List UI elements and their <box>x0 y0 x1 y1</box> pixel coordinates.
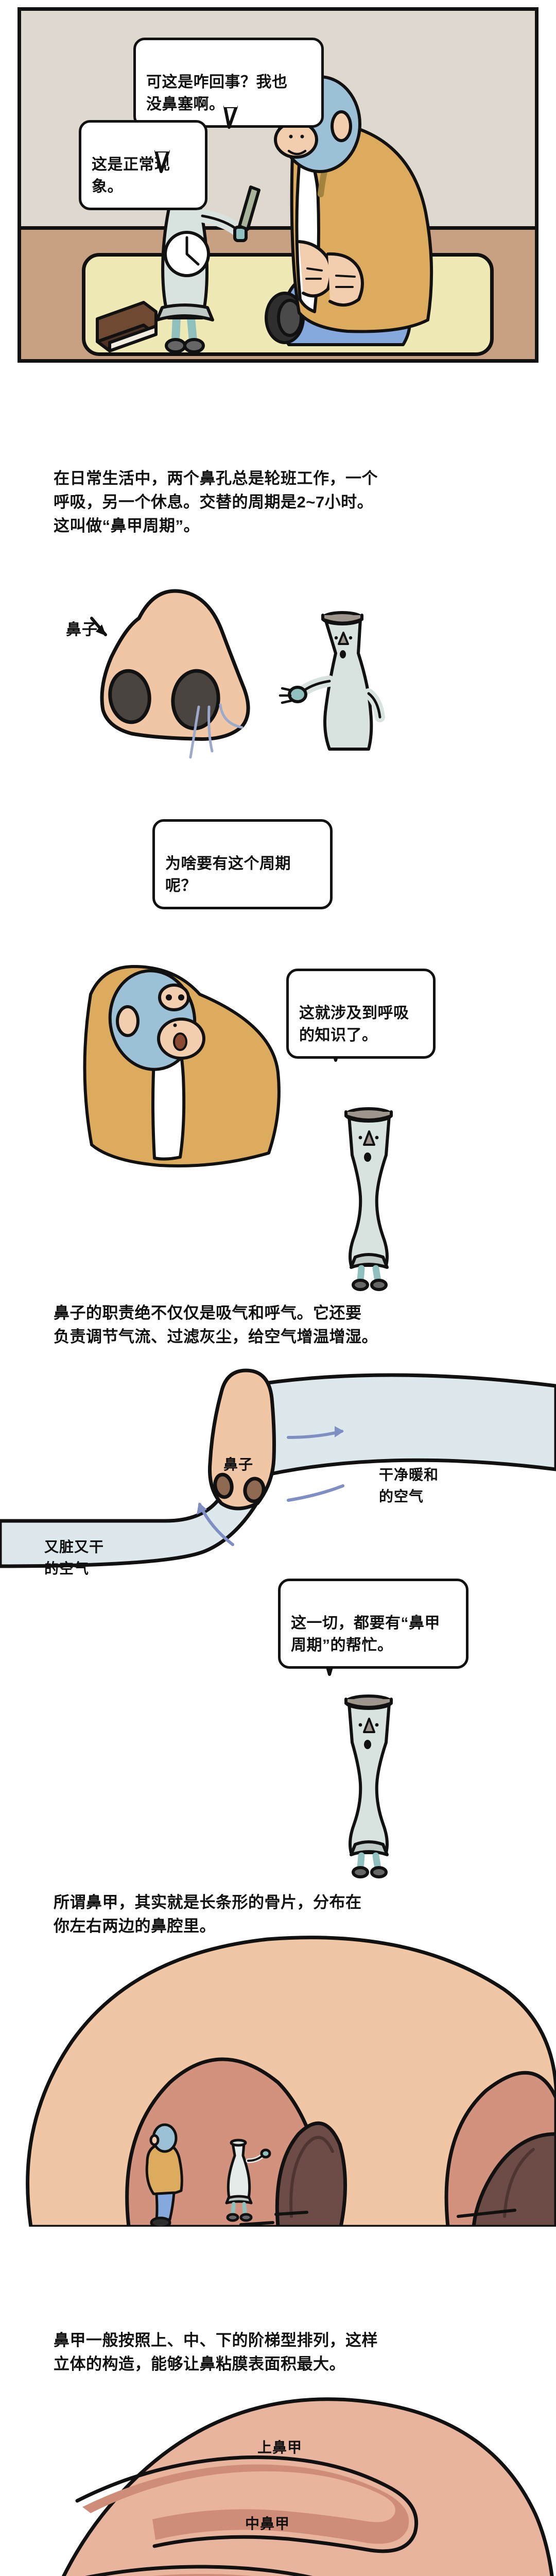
speech-bubble-4-text: 这就涉及到呼吸 的知识了。 <box>299 1004 409 1044</box>
label-nose: 鼻子 <box>66 598 98 641</box>
nasal-cavity-illustration <box>26 1936 556 2227</box>
panel-nasal-cavity <box>0 1928 556 2227</box>
caption-nasal-cycle-text: 在日常生活中，两个鼻孔总是轮班工作，一个 呼吸，另一个休息。交替的周期是2~7小… <box>54 469 378 535</box>
label-nose-text: 鼻子 <box>66 621 98 638</box>
panel-turbinates: 上鼻甲 中鼻甲 下鼻甲 <box>0 2391 556 2576</box>
speech-bubble-3-text: 为啥要有这个周期呢？ <box>165 855 291 895</box>
caption-nose-duties: 鼻子的职责绝不仅仅是吸气和呼气。它还要 负责调节气流、过滤灰尘，给空气增温增湿。 <box>54 1278 507 1349</box>
speech-bubble-1-text: 可这是咋回事？我也 没鼻塞啊。 <box>146 73 288 113</box>
label-middle-turbinate-text: 中鼻甲 <box>245 2516 290 2532</box>
speech-bubble-5: 这一切，都要有“鼻甲 周期”的帮忙。 <box>278 1579 468 1669</box>
label-nose-2-text: 鼻子 <box>223 1456 254 1473</box>
caption-turbinate-def-text: 所谓鼻甲，其实就是长条形的骨片，分布在 你左右两边的鼻腔里。 <box>54 1893 362 1935</box>
speech-bubble-4: 这就涉及到呼吸 的知识了。 <box>286 969 436 1059</box>
label-dirty-air-text: 又脏又干 的空气 <box>44 1539 105 1577</box>
speech-tail-2 <box>154 147 170 173</box>
label-clean-air: 干净暖和 的空气 <box>379 1443 439 1507</box>
panel-room-scene: 可这是咋回事？我也 没鼻塞啊。 这是正常现象。 <box>18 7 538 363</box>
label-clean-air-text: 干净暖和 的空气 <box>379 1467 439 1504</box>
speech-tail-1 <box>223 103 238 129</box>
turbinates-illustration <box>61 2397 554 2576</box>
caption-turbinate-arrangement-text: 鼻甲一般按照上、中、下的阶梯型排列，这样 立体的构造，能够让鼻粘膜表面积最大。 <box>54 2331 378 2373</box>
caption-turbinate-arrangement: 鼻甲一般按照上、中、下的阶梯型排列，这样 立体的构造，能够让鼻粘膜表面积最大。 <box>54 2305 507 2376</box>
label-nose-2: 鼻子 <box>223 1434 253 1475</box>
speech-bubble-2: 这是正常现象。 <box>79 120 207 210</box>
label-superior-turbinate: 上鼻甲 <box>257 2417 302 2458</box>
caption-turbinate-def: 所谓鼻甲，其实就是长条形的骨片，分布在 你左右两边的鼻腔里。 <box>54 1867 507 1938</box>
label-superior-turbinate-text: 上鼻甲 <box>257 2439 303 2456</box>
caption-nasal-cycle: 在日常生活中，两个鼻孔总是轮班工作，一个 呼吸，另一个休息。交替的周期是2~7小… <box>54 443 496 538</box>
caption-nose-duties-text: 鼻子的职责绝不仅仅是吸气和呼气。它还要 负责调节气流、过滤灰尘，给空气增温增湿。 <box>54 1303 378 1346</box>
scene-props <box>96 301 158 352</box>
label-middle-turbinate: 中鼻甲 <box>245 2494 290 2534</box>
speech-bubble-2-text: 这是正常现象。 <box>92 156 170 196</box>
speech-bubble-5-text: 这一切，都要有“鼻甲 周期”的帮忙。 <box>291 1614 440 1654</box>
label-dirty-air: 又脏又干 的空气 <box>44 1515 104 1580</box>
speech-bubble-3: 为啥要有这个周期呢？ <box>152 819 333 909</box>
